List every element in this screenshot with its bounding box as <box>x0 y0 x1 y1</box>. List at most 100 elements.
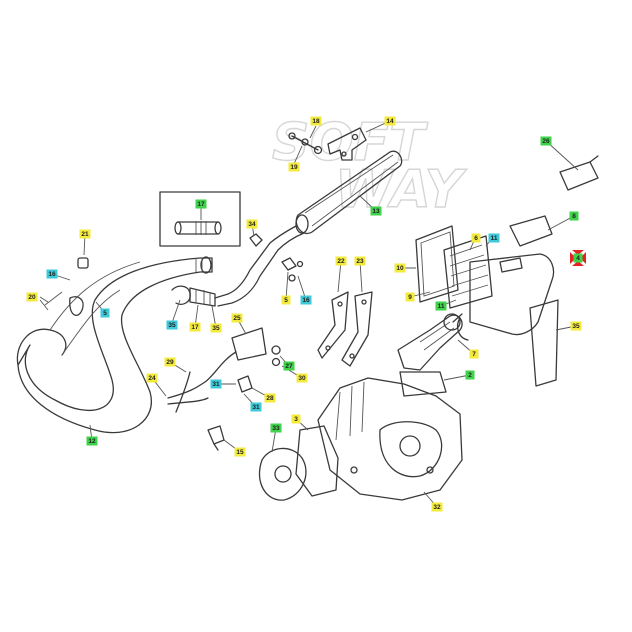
part-label-number: 12 <box>88 438 96 445</box>
part-label-badge <box>570 321 582 331</box>
part-label-number: 7 <box>472 351 476 358</box>
part-label-number: 28 <box>266 395 274 402</box>
part-label-number: 2 <box>468 372 472 379</box>
part-label-5: 5 <box>281 295 291 305</box>
part-label-badge <box>79 229 91 239</box>
part-label-28: 28 <box>264 393 276 403</box>
locator-marker <box>570 250 586 266</box>
part-label-10: 10 <box>394 263 406 273</box>
part-label-badge <box>335 256 347 266</box>
part-label-badge <box>164 357 176 367</box>
part-label-number: 35 <box>572 323 580 330</box>
part-label-24: 24 <box>146 373 158 383</box>
part-label-number: 24 <box>148 375 156 382</box>
part-label-badge <box>431 502 443 512</box>
part-label-number: 9 <box>408 294 412 301</box>
part-label-34: 34 <box>246 219 258 229</box>
part-label-number: 19 <box>290 164 298 171</box>
part-label-number: 35 <box>168 322 176 329</box>
part-label-number: 23 <box>356 258 364 265</box>
spring-inset <box>159 191 241 247</box>
part-label-number: 13 <box>372 208 380 215</box>
part-label-badge <box>281 295 291 305</box>
part-label-16: 16 <box>46 269 58 279</box>
part-label-number: 25 <box>233 315 241 322</box>
part-label-26: 26 <box>540 136 552 146</box>
part-label-17: 17 <box>189 322 201 332</box>
part-label-number: 3 <box>294 416 298 423</box>
part-label-badge <box>471 233 481 243</box>
part-label-badge <box>435 301 447 311</box>
marker-left-arrow <box>570 252 576 264</box>
part-label-badge <box>291 414 301 424</box>
part-label-6: 6 <box>471 233 481 243</box>
expansion-chamber <box>16 256 213 434</box>
part-label-number: 4 <box>576 255 580 262</box>
part-label-22: 22 <box>335 256 347 266</box>
part-label-29: 29 <box>164 357 176 367</box>
part-label-badge <box>246 219 258 229</box>
part-label-number: 14 <box>386 118 394 125</box>
part-label-27: 27 <box>283 361 295 371</box>
part-label-badge <box>540 136 552 146</box>
part-label-badge <box>100 308 110 318</box>
part-label-number: 33 <box>272 425 280 432</box>
part-label-badge <box>210 379 222 389</box>
part-label-31: 31 <box>210 379 222 389</box>
hardware-small <box>249 233 304 282</box>
part-label-21: 21 <box>79 229 91 239</box>
electronic-box <box>559 155 599 191</box>
part-label-badge <box>296 373 308 383</box>
part-label-number: 5 <box>284 297 288 304</box>
part-label-5: 5 <box>100 308 110 318</box>
part-label-number: 34 <box>248 221 256 228</box>
part-label-number: 35 <box>212 325 220 332</box>
part-label-badge <box>146 373 158 383</box>
part-label-badge <box>283 361 295 371</box>
part-label-number: 20 <box>28 294 36 301</box>
marker-bottom-arrow <box>572 261 584 266</box>
part-label-badge <box>189 322 201 332</box>
part-label-2: 2 <box>465 370 475 380</box>
silencer-bracket <box>288 127 367 161</box>
part-label-15: 15 <box>234 447 246 457</box>
part-label-badge <box>488 233 500 243</box>
part-label-number: 11 <box>491 235 498 242</box>
part-label-badge <box>465 370 475 380</box>
part-label-18: 18 <box>310 116 322 126</box>
part-label-badge <box>195 199 207 209</box>
part-label-number: 17 <box>191 324 199 331</box>
part-label-35: 35 <box>166 320 178 330</box>
part-label-14: 14 <box>384 116 396 126</box>
part-label-number: 31 <box>252 404 260 411</box>
part-label-number: 10 <box>396 265 404 272</box>
part-label-13: 13 <box>370 206 382 216</box>
part-label-number: 8 <box>572 213 576 220</box>
part-label-number: 11 <box>438 303 445 310</box>
part-label-badge <box>405 292 415 302</box>
part-label-3: 3 <box>291 414 301 424</box>
part-label-number: 27 <box>285 363 293 370</box>
part-label-4: 4 <box>573 253 583 263</box>
part-label-number: 31 <box>212 381 220 388</box>
part-label-badge <box>46 269 58 279</box>
part-label-number: 17 <box>197 201 205 208</box>
part-label-number: 16 <box>48 271 56 278</box>
part-label-number: 21 <box>81 231 89 238</box>
part-label-number: 32 <box>433 504 441 511</box>
part-label-9: 9 <box>405 292 415 302</box>
part-label-badge <box>86 436 98 446</box>
part-label-badge <box>573 253 583 263</box>
silencer <box>171 150 403 307</box>
part-label-badge <box>394 263 406 273</box>
part-label-badge <box>569 211 579 221</box>
part-label-badge <box>166 320 178 330</box>
part-label-19: 19 <box>288 162 300 172</box>
air-filter-assembly <box>415 215 555 341</box>
part-label-badge <box>250 402 262 412</box>
part-label-badge <box>354 256 366 266</box>
part-label-number: 18 <box>312 118 320 125</box>
part-label-33: 33 <box>270 423 282 433</box>
part-label-11: 11 <box>435 301 447 311</box>
